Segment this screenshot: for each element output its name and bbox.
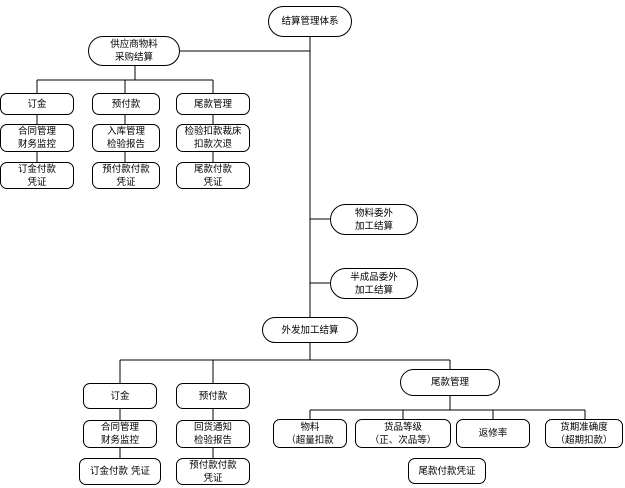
outsource-prepay-label: 预付款 — [198, 390, 228, 402]
supply-deposit-step2-line2: 凭证 — [27, 176, 47, 188]
supply-deposit-label: 订金 — [27, 98, 47, 110]
material-outsource-line1: 物料委外 — [354, 207, 393, 219]
outsource-prepay-step1-line2: 检验报告 — [193, 435, 232, 446]
supply-label-line2: 采购结算 — [114, 52, 153, 63]
supply-prepay-node: 预付款 — [92, 93, 160, 115]
outsource-label: 外发加工结算 — [281, 324, 339, 336]
supply-balance-step2-line1: 尾款付款 — [193, 163, 232, 175]
balance-voucher-label: 尾款付款凭证 — [418, 465, 476, 477]
root-node: 结算管理体系 — [268, 6, 352, 37]
outsource-prepay-step2-line2: 凭证 — [203, 472, 223, 484]
supply-deposit-step1-line2: 财务监控 — [17, 139, 56, 150]
balance-voucher-node: 尾款付款凭证 — [408, 458, 486, 484]
outsource-prepay-step1-node: 回货通知 检验报告 — [176, 420, 250, 448]
supply-prepay-step1-line1: 入库管理 — [106, 126, 145, 137]
supply-deposit-step2-node: 订金付款 凭证 — [0, 162, 74, 189]
outsource-settlement-node: 外发加工结算 — [262, 317, 358, 343]
balance-repair-rate-node: 返修率 — [456, 419, 530, 448]
outsource-balance-label: 尾款管理 — [430, 377, 469, 388]
semi-outsource-line1: 半成品委外 — [350, 271, 398, 283]
outsource-deposit-step1-line1: 合同管理 — [100, 422, 139, 433]
balance-material-node: 物料 （超量扣款 — [273, 419, 347, 448]
balance-grade-line2: （正、次品等） — [369, 434, 437, 446]
outsource-deposit-node: 订金 — [83, 383, 157, 409]
supply-prepay-step2-node: 预付款付款 凭证 — [92, 162, 160, 189]
outsource-deposit-step1-line2: 财务监控 — [100, 435, 139, 446]
outsource-deposit-label: 订金 — [110, 390, 130, 402]
outsource-deposit-step2-node: 订金付款 凭证 — [79, 458, 161, 485]
supply-label-line1: 供应商物料 — [110, 39, 158, 50]
balance-delivery-line1: 货期准确度 — [560, 421, 608, 433]
outsource-prepay-node: 预付款 — [176, 383, 250, 409]
balance-material-line1: 物料 — [300, 421, 320, 433]
outsource-prepay-step2-line1: 预付款付款 — [189, 459, 237, 471]
balance-delivery-node: 货期准确度 （超期扣款） — [545, 419, 623, 448]
supply-balance-step2-line2: 凭证 — [203, 176, 223, 188]
outsource-deposit-step1-node: 合同管理 财务监控 — [83, 420, 157, 448]
supply-settlement-node: 供应商物料 采购结算 — [88, 36, 180, 66]
semi-outsource-node: 半成品委外 加工结算 — [330, 268, 418, 299]
balance-delivery-line2: （超期扣款） — [555, 434, 613, 446]
semi-outsource-line2: 加工结算 — [354, 284, 393, 296]
supply-deposit-step1-node: 合同管理 财务监控 — [0, 124, 74, 152]
balance-repair-rate-line1: 返修率 — [478, 428, 508, 439]
outsource-balance-node: 尾款管理 — [400, 369, 500, 396]
outsource-deposit-step2-line1: 订金付款 凭证 — [89, 466, 151, 477]
material-outsource-node: 物料委外 加工结算 — [330, 204, 418, 235]
outsource-prepay-step1-line1: 回货通知 — [193, 422, 232, 433]
supply-prepay-step1-line2: 检验报告 — [106, 139, 145, 150]
supply-balance-step2-node: 尾款付款 凭证 — [176, 162, 250, 189]
material-outsource-line2: 加工结算 — [354, 220, 393, 232]
supply-prepay-label: 预付款 — [111, 98, 141, 110]
supply-balance-step1-line1: 检验扣款裁床 — [184, 126, 242, 137]
balance-grade-node: 货品等级 （正、次品等） — [355, 419, 451, 448]
outsource-prepay-step2-node: 预付款付款 凭证 — [176, 458, 250, 485]
supply-prepay-step2-line2: 凭证 — [116, 176, 136, 188]
supply-deposit-node: 订金 — [0, 93, 74, 115]
supply-deposit-step1-line1: 合同管理 — [17, 126, 56, 137]
balance-material-line2: （超量扣款 — [286, 434, 334, 446]
balance-grade-line1: 货品等级 — [383, 421, 422, 433]
supply-deposit-step2-line1: 订金付款 — [17, 163, 56, 175]
supply-balance-node: 尾款管理 — [176, 93, 250, 115]
supply-prepay-step1-node: 入库管理 检验报告 — [92, 124, 160, 152]
root-label: 结算管理体系 — [281, 16, 339, 27]
supply-balance-step1-node: 检验扣款裁床 扣款次退 — [176, 124, 250, 152]
supply-balance-step1-line2: 扣款次退 — [193, 139, 232, 150]
supply-balance-label: 尾款管理 — [193, 98, 232, 110]
supply-prepay-step2-line1: 预付款付款 — [102, 163, 150, 175]
